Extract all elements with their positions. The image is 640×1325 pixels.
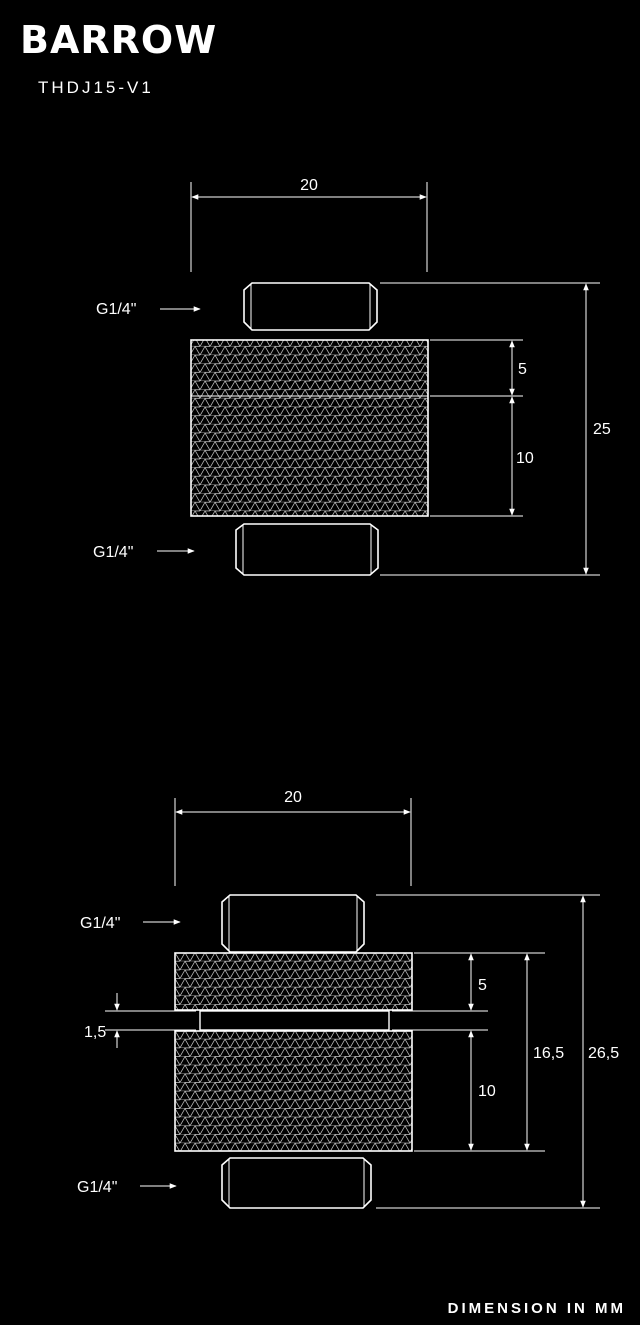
bottom-lower-thread	[221, 1157, 372, 1209]
bottom-lower-thread-callout: G1/4"	[77, 1179, 117, 1196]
top-total-height-label: 25	[593, 421, 611, 438]
units-footer: DIMENSION IN MM	[448, 1300, 626, 1317]
top-lower-knurl-label: 10	[516, 450, 534, 467]
bottom-gap-label: 1,5	[84, 1024, 106, 1041]
brand-logo: BARROW	[20, 18, 217, 62]
bottom-total-height-label: 26,5	[588, 1045, 619, 1062]
top-lower-thread	[235, 523, 379, 576]
top-upper-thread	[243, 282, 378, 331]
bottom-upper-thread-callout: G1/4"	[80, 915, 120, 932]
bottom-extended-height-label: 16,5	[533, 1045, 564, 1062]
bottom-upper-thread	[221, 894, 365, 953]
bottom-upper-knurl	[174, 952, 413, 1011]
bottom-lower-knurl-label: 10	[478, 1083, 496, 1100]
bottom-upper-knurl-label: 5	[478, 977, 487, 994]
bottom-lower-knurl	[174, 1030, 413, 1152]
top-upper-thread-callout: G1/4"	[96, 301, 136, 318]
bottom-extension-gap	[199, 1010, 390, 1031]
top-lower-thread-callout: G1/4"	[93, 544, 133, 561]
top-knurled-body	[190, 339, 429, 517]
top-width-label: 20	[300, 177, 318, 194]
model-number: THDJ15-V1	[38, 78, 154, 97]
top-upper-knurl-label: 5	[518, 361, 527, 378]
bottom-fitting-view: 20 1,5 5 10 16,5	[77, 789, 619, 1209]
top-fitting-view: 20 5 10 25 G1/4" G1/4"	[93, 177, 611, 576]
bottom-width-label: 20	[284, 789, 302, 806]
